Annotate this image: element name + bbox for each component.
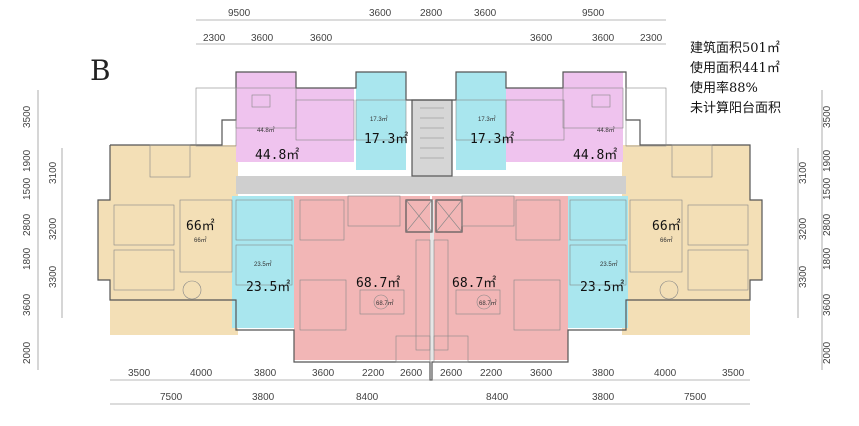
- dim-top2: 3600: [310, 33, 333, 44]
- area-label-pink-right: 44.8㎡: [573, 148, 617, 163]
- dim-left-inner: 3100: [48, 161, 59, 184]
- dim-left-outer: 1800: [22, 247, 33, 270]
- area-label-red-left: 68.7㎡: [356, 276, 400, 291]
- area-label-red-right: 68.7㎡: [452, 276, 496, 291]
- dimension-lines: [37, 19, 823, 405]
- dim-bottom2: 3800: [252, 392, 275, 403]
- area-small-tan-right: 66㎡: [660, 236, 673, 244]
- area-small-red-left: 68.7㎡: [376, 299, 394, 307]
- dim-top1: 9500: [582, 8, 605, 19]
- area-small-tan-left: 66㎡: [194, 236, 207, 244]
- dim-left-outer: 3500: [22, 105, 33, 128]
- area-label-tan-right: 66㎡: [652, 219, 681, 234]
- dim-bottom2: 7500: [684, 392, 707, 403]
- dim-bottom2: 8400: [486, 392, 509, 403]
- area-small-pink-right: 44.8㎡: [597, 126, 615, 134]
- dim-bottom2: 7500: [160, 392, 183, 403]
- dim-right-outer: 1900: [822, 149, 833, 172]
- dimension-labels: 9500 3600 2800 3600 9500 2300 3600 3600 …: [22, 8, 833, 403]
- dim-left-outer: 1900: [22, 149, 33, 172]
- summary-line-1: 建筑面积501㎡: [690, 40, 780, 56]
- summary-line-4: 未计算阳台面积: [690, 101, 781, 116]
- cyan-unit-top-right: [456, 72, 506, 170]
- dim-bottom1: 3800: [254, 368, 277, 379]
- dim-right-outer: 2800: [822, 213, 833, 236]
- corridor: [236, 176, 626, 194]
- dim-top2: 3600: [530, 33, 553, 44]
- area-small-cyan-top-right: 17.3㎡: [478, 115, 496, 123]
- dim-top2: 2300: [203, 33, 226, 44]
- dim-left-outer: 2000: [22, 341, 33, 364]
- dim-right-outer: 3500: [822, 105, 833, 128]
- cyan-unit-top-left: [356, 72, 406, 170]
- area-label-cyan-top-right: 17.3㎡: [470, 132, 514, 147]
- area-summary: 建筑面积501㎡ 使用面积441㎡ 使用率88% 未计算阳台面积: [690, 40, 781, 116]
- red-unit-left: [294, 196, 430, 360]
- area-small-pink-left: 44.8㎡: [257, 126, 275, 134]
- cyan-unit-mid-left: [232, 196, 294, 328]
- dim-top1: 3600: [474, 8, 497, 19]
- dim-top1: 2800: [420, 8, 443, 19]
- dim-right-outer: 2000: [822, 341, 833, 364]
- pink-unit-left: [236, 72, 296, 162]
- dim-bottom1: 3600: [312, 368, 335, 379]
- dim-left-inner: 3200: [48, 217, 59, 240]
- area-small-cyan-mid-left: 23.5㎡: [254, 260, 272, 268]
- dim-bottom1: 2200: [480, 368, 503, 379]
- dim-top2: 3600: [592, 33, 615, 44]
- dim-bottom1: 3600: [530, 368, 553, 379]
- plan-label: B: [90, 54, 111, 87]
- dim-bottom2: 8400: [356, 392, 379, 403]
- dim-bottom2: 3800: [592, 392, 615, 403]
- cyan-unit-mid-right: [566, 196, 628, 328]
- summary-line-3: 使用率88%: [690, 80, 758, 96]
- area-small-cyan-mid-right: 23.5㎡: [600, 260, 618, 268]
- dim-bottom1: 3800: [592, 368, 615, 379]
- dim-top1: 3600: [369, 8, 392, 19]
- dim-left-outer: 1500: [22, 177, 33, 200]
- dim-right-outer: 3600: [822, 293, 833, 316]
- dim-left-inner: 3300: [48, 265, 59, 288]
- area-small-red-right: 68.7㎡: [479, 299, 497, 307]
- dim-right-inner: 3100: [798, 161, 809, 184]
- dim-top2: 2300: [640, 33, 663, 44]
- area-label-cyan-mid-left: 23.5㎡: [246, 280, 290, 295]
- area-label-tan-left: 66㎡: [186, 219, 215, 234]
- unit-fills: [98, 72, 762, 360]
- dim-bottom1: 3500: [128, 368, 151, 379]
- dim-right-inner: 3200: [798, 217, 809, 240]
- dim-top2: 3600: [251, 33, 274, 44]
- dim-bottom1: 4000: [190, 368, 213, 379]
- dim-right-outer: 1800: [822, 247, 833, 270]
- dim-right-inner: 3300: [798, 265, 809, 288]
- pink-unit-right: [563, 72, 623, 162]
- dim-bottom1: 2600: [400, 368, 423, 379]
- dim-bottom1: 4000: [654, 368, 677, 379]
- dim-bottom1: 2200: [362, 368, 385, 379]
- area-label-cyan-mid-right: 23.5㎡: [580, 280, 624, 295]
- dim-left-outer: 3600: [22, 293, 33, 316]
- dim-left-outer: 2800: [22, 213, 33, 236]
- area-label-pink-left: 44.8㎡: [255, 148, 299, 163]
- dim-bottom1: 2600: [440, 368, 463, 379]
- dim-bottom1: 3500: [722, 368, 745, 379]
- dim-right-outer: 1500: [822, 177, 833, 200]
- dim-top1: 9500: [228, 8, 251, 19]
- area-small-cyan-top-left: 17.3㎡: [370, 115, 388, 123]
- area-label-cyan-top-left: 17.3㎡: [364, 132, 408, 147]
- tan-unit-right: [622, 145, 750, 335]
- area-labels: 44.8㎡ 44.8㎡ 44.8㎡ 44.8㎡ 17.3㎡ 17.3㎡ 17.3…: [186, 115, 681, 307]
- summary-line-2: 使用面积441㎡: [690, 60, 780, 76]
- walls: [97, 71, 763, 381]
